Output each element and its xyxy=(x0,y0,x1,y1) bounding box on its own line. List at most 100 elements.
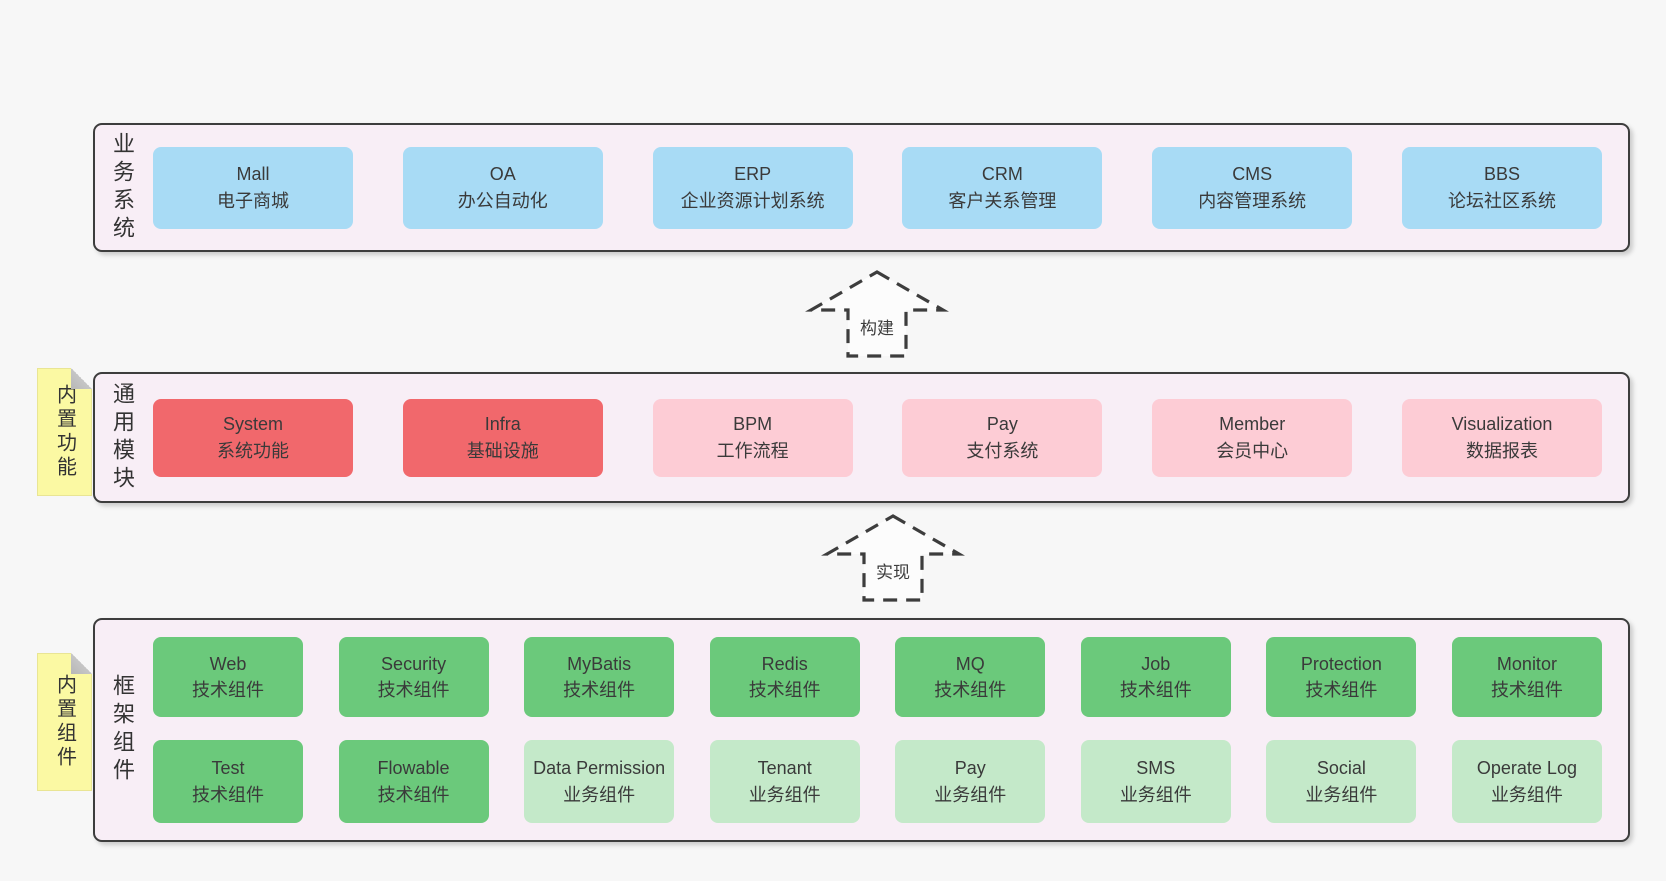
panel-common-modules-label: 通用模块 xyxy=(110,381,135,494)
box-redis: Redis 技术组件 xyxy=(709,637,860,717)
box-subtitle: 会员中心 xyxy=(1216,440,1289,461)
component-row-tech: Web 技术组件 Security 技术组件 MyBatis 技术组件 Redi… xyxy=(153,637,1602,717)
box-subtitle: 技术组件 xyxy=(1490,680,1563,700)
box-web: Web 技术组件 xyxy=(153,637,303,717)
box-pay-component: Pay 业务组件 xyxy=(895,740,1046,823)
box-subtitle: 工作流程 xyxy=(716,440,789,461)
arrow-implement: 实现 xyxy=(818,512,968,604)
box-title: Web xyxy=(209,653,247,674)
box-title: Member xyxy=(1219,414,1286,435)
sticky-note-text: 内置功能 xyxy=(53,384,76,480)
business-boxes: Mall 电子商城 OA 办公自动化 ERP 企业资源计划系统 CRM 客户关系… xyxy=(133,146,1628,229)
box-mall: Mall 电子商城 xyxy=(153,146,353,229)
box-title: CMS xyxy=(1232,164,1273,185)
box-mybatis: MyBatis 技术组件 xyxy=(524,637,675,717)
box-subtitle: 基础设施 xyxy=(466,440,539,461)
box-erp: ERP 企业资源计划系统 xyxy=(652,146,853,229)
box-oa: OA 办公自动化 xyxy=(402,146,603,229)
box-title: Infra xyxy=(484,414,521,435)
box-subtitle: 技术组件 xyxy=(748,680,821,700)
panel-framework-components: 框架组件 Web 技术组件 Security 技术组件 MyBatis 技术组件… xyxy=(93,618,1630,842)
arrow-build: 构建 xyxy=(802,268,952,360)
up-arrow-icon xyxy=(821,514,965,602)
box-subtitle: 客户关系管理 xyxy=(948,190,1057,211)
box-subtitle: 业务组件 xyxy=(1119,784,1192,805)
box-title: Job xyxy=(1141,653,1171,674)
box-title: Data Permission xyxy=(533,758,666,779)
box-subtitle: 技术组件 xyxy=(192,784,264,805)
box-subtitle: 业务组件 xyxy=(563,784,636,805)
box-subtitle: 技术组件 xyxy=(192,680,264,700)
arrow-implement-label: 实现 xyxy=(876,563,910,582)
box-protection: Protection 技术组件 xyxy=(1266,637,1417,717)
box-title: SMS xyxy=(1136,758,1176,779)
box-title: CRM xyxy=(981,164,1023,185)
box-subtitle: 系统功能 xyxy=(217,440,289,461)
box-test: Test 技术组件 xyxy=(153,740,303,823)
box-flowable: Flowable 技术组件 xyxy=(338,740,489,823)
box-title: Pay xyxy=(986,414,1018,435)
box-title: Social xyxy=(1316,758,1366,779)
box-subtitle: 技术组件 xyxy=(377,680,450,700)
box-subtitle: 支付系统 xyxy=(966,440,1039,461)
box-subtitle: 数据报表 xyxy=(1465,440,1538,461)
box-title: Redis xyxy=(761,653,808,674)
box-bbs: BBS 论坛社区系统 xyxy=(1401,146,1602,229)
box-title: MyBatis xyxy=(567,653,632,674)
box-title: ERP xyxy=(734,164,772,185)
box-subtitle: 电子商城 xyxy=(217,190,289,211)
sticky-note-text: 内置组件 xyxy=(53,674,76,770)
box-operate-log: Operate Log 业务组件 xyxy=(1451,740,1602,823)
box-title: BBS xyxy=(1483,164,1520,185)
box-bpm: BPM 工作流程 xyxy=(652,398,853,477)
box-subtitle: 业务组件 xyxy=(934,784,1007,805)
box-subtitle: 技术组件 xyxy=(377,784,450,805)
sticky-note-builtin-features: 内置功能 xyxy=(37,368,92,496)
box-pay-module: Pay 支付系统 xyxy=(902,398,1103,477)
box-subtitle: 论坛社区系统 xyxy=(1447,190,1556,211)
component-rows: Web 技术组件 Security 技术组件 MyBatis 技术组件 Redi… xyxy=(133,637,1628,823)
box-subtitle: 业务组件 xyxy=(1305,784,1378,805)
box-title: Security xyxy=(381,653,447,674)
box-title: Monitor xyxy=(1496,653,1557,674)
box-title: Pay xyxy=(954,758,986,779)
box-monitor: Monitor 技术组件 xyxy=(1451,637,1602,717)
box-data-permission: Data Permission 业务组件 xyxy=(524,740,675,823)
box-member: Member 会员中心 xyxy=(1152,398,1353,477)
box-cms: CMS 内容管理系统 xyxy=(1152,146,1353,229)
box-social: Social 业务组件 xyxy=(1266,740,1417,823)
box-title: Tenant xyxy=(757,758,812,779)
box-title: Mall xyxy=(236,164,270,185)
box-subtitle: 技术组件 xyxy=(1305,680,1378,700)
box-tenant: Tenant 业务组件 xyxy=(709,740,860,823)
box-job: Job 技术组件 xyxy=(1080,637,1231,717)
box-title: OA xyxy=(489,164,516,185)
arrow-build-label: 构建 xyxy=(860,319,894,338)
module-boxes: System 系统功能 Infra 基础设施 BPM 工作流程 Pay 支付系统… xyxy=(133,398,1628,477)
box-subtitle: 办公自动化 xyxy=(457,190,548,211)
box-subtitle: 企业资源计划系统 xyxy=(680,190,825,211)
box-subtitle: 技术组件 xyxy=(934,680,1007,700)
box-title: MQ xyxy=(955,653,985,674)
box-subtitle: 技术组件 xyxy=(563,680,636,700)
box-subtitle: 技术组件 xyxy=(1119,680,1192,700)
panel-common-modules: 通用模块 System 系统功能 Infra 基础设施 BPM 工作流程 Pay… xyxy=(93,372,1630,503)
box-title: Protection xyxy=(1300,653,1382,674)
box-mq: MQ 技术组件 xyxy=(895,637,1046,717)
box-title: BPM xyxy=(733,414,773,435)
panel-business-systems-label: 业务系统 xyxy=(110,131,135,244)
box-system: System 系统功能 xyxy=(153,398,353,477)
box-security: Security 技术组件 xyxy=(338,637,489,717)
panel-business-systems: 业务系统 Mall 电子商城 OA 办公自动化 ERP 企业资源计划系统 CRM… xyxy=(93,123,1630,252)
box-visualization: Visualization 数据报表 xyxy=(1401,398,1602,477)
folded-corner-icon xyxy=(71,653,92,674)
box-subtitle: 业务组件 xyxy=(1490,784,1563,805)
box-subtitle: 内容管理系统 xyxy=(1198,190,1307,211)
box-title: Operate Log xyxy=(1476,758,1577,779)
box-infra: Infra 基础设施 xyxy=(402,398,603,477)
box-title: Visualization xyxy=(1451,414,1553,435)
panel-framework-components-label: 框架组件 xyxy=(110,674,135,786)
box-subtitle: 业务组件 xyxy=(748,784,821,805)
component-row-business: Test 技术组件 Flowable 技术组件 Data Permission … xyxy=(153,740,1602,823)
box-sms: SMS 业务组件 xyxy=(1080,740,1231,823)
